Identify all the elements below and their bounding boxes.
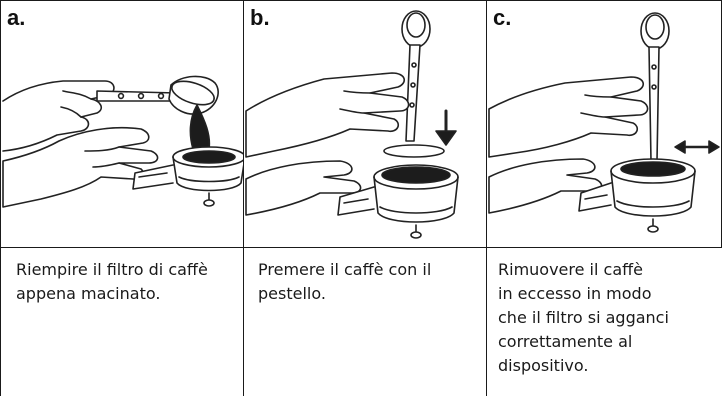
- left-border: [0, 0, 1, 396]
- step-c-illustration-panel: c.: [487, 1, 721, 247]
- step-c-illustration: c.: [488, 5, 720, 233]
- column-divider-2: [486, 0, 487, 396]
- step-b-illustration-panel: b.: [244, 1, 486, 247]
- column-divider-1: [243, 0, 244, 396]
- step-a-illustration: a.: [2, 5, 243, 208]
- image-row-divider: [0, 247, 722, 248]
- step-b-letter: b.: [250, 5, 270, 30]
- step-c-caption: Rimuovere il caffè in eccesso in modo ch…: [498, 260, 669, 375]
- step-b-caption: Premere il caffè con il pestello.: [258, 260, 432, 303]
- step-a-letter: a.: [7, 5, 25, 30]
- step-c-letter: c.: [493, 5, 511, 30]
- top-border: [0, 0, 722, 1]
- step-a-caption: Riempire il filtro di caffè appena macin…: [16, 260, 208, 303]
- step-a-illustration-panel: a.: [1, 1, 243, 247]
- step-b-illustration: b.: [245, 5, 459, 239]
